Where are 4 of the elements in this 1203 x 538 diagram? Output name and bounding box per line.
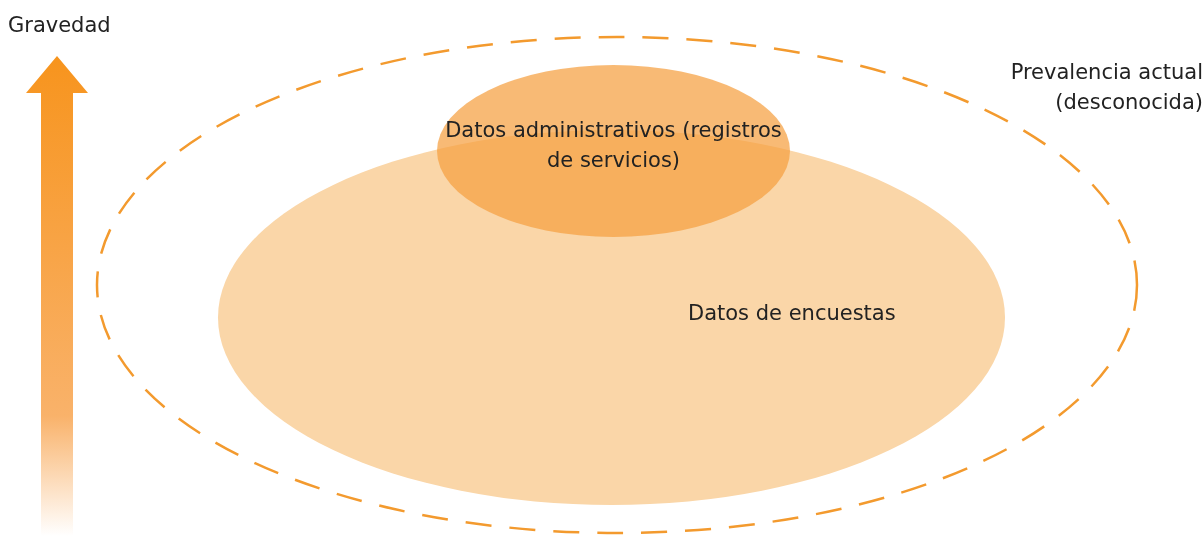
ellipse-label: Datos de encuestas	[688, 300, 897, 327]
ellipse-label: Prevalencia actual (desconocida)	[1009, 59, 1203, 116]
ellipse-label: Datos administrativos (registros de servicios)	[444, 117, 783, 174]
axis-label: Gravedad	[8, 12, 111, 39]
